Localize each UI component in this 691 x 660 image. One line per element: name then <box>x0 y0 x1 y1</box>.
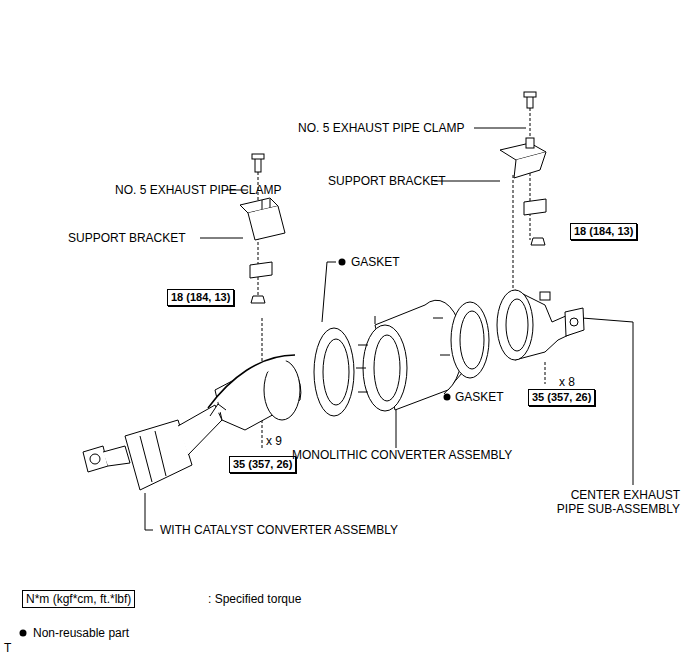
figure-code: T <box>4 641 11 655</box>
part-label: NO. 5 EXHAUST PIPE CLAMP <box>298 121 465 135</box>
catalyst-converter <box>83 355 301 490</box>
box-text: N*m (kgf*cm, ft.*lbf) <box>26 592 131 606</box>
box-text: 35 (357, 26) <box>233 458 292 470</box>
part-label: SUPPORT BRACKET <box>68 231 186 245</box>
legend-bullet <box>20 630 27 637</box>
quantity-label: x 8 <box>559 375 575 389</box>
legend-unit-box: N*m (kgf*cm, ft.*lbf) <box>22 590 135 608</box>
right-clamp <box>500 92 546 245</box>
legend-text: : Specified torque <box>208 592 301 606</box>
box-text: 18 (184, 13) <box>574 225 633 237</box>
gasket <box>314 328 354 416</box>
quantity-label: x 9 <box>266 434 282 448</box>
torque-box: 35 (357, 26) <box>528 389 595 406</box>
part-label: GASKET <box>351 255 400 269</box>
part-label: GASKET <box>455 390 504 404</box>
part-label: CENTER EXHAUST PIPE SUB-ASSEMBLY <box>553 488 680 516</box>
part-label: SUPPORT BRACKET <box>328 174 446 188</box>
torque-box: 35 (357, 26) <box>229 456 296 473</box>
part-label: MONOLITHIC CONVERTER ASSEMBLY <box>292 448 512 462</box>
torque-box: 18 (184, 13) <box>167 289 234 306</box>
gasket <box>451 302 489 378</box>
left-clamp <box>240 154 285 303</box>
non-reusable-mark <box>339 259 346 266</box>
monolithic-converter <box>356 300 463 411</box>
center-exhaust-pipe <box>497 290 584 360</box>
box-text: 18 (184, 13) <box>171 291 230 303</box>
part-label: WITH CATALYST CONVERTER ASSEMBLY <box>160 523 398 537</box>
box-text: 35 (357, 26) <box>532 391 591 403</box>
part-label: NO. 5 EXHAUST PIPE CLAMP <box>115 183 282 197</box>
assembly-lines <box>258 108 545 450</box>
non-reusable-mark <box>444 394 451 401</box>
torque-box: 18 (184, 13) <box>570 223 637 240</box>
legend-text: Non-reusable part <box>33 626 129 640</box>
